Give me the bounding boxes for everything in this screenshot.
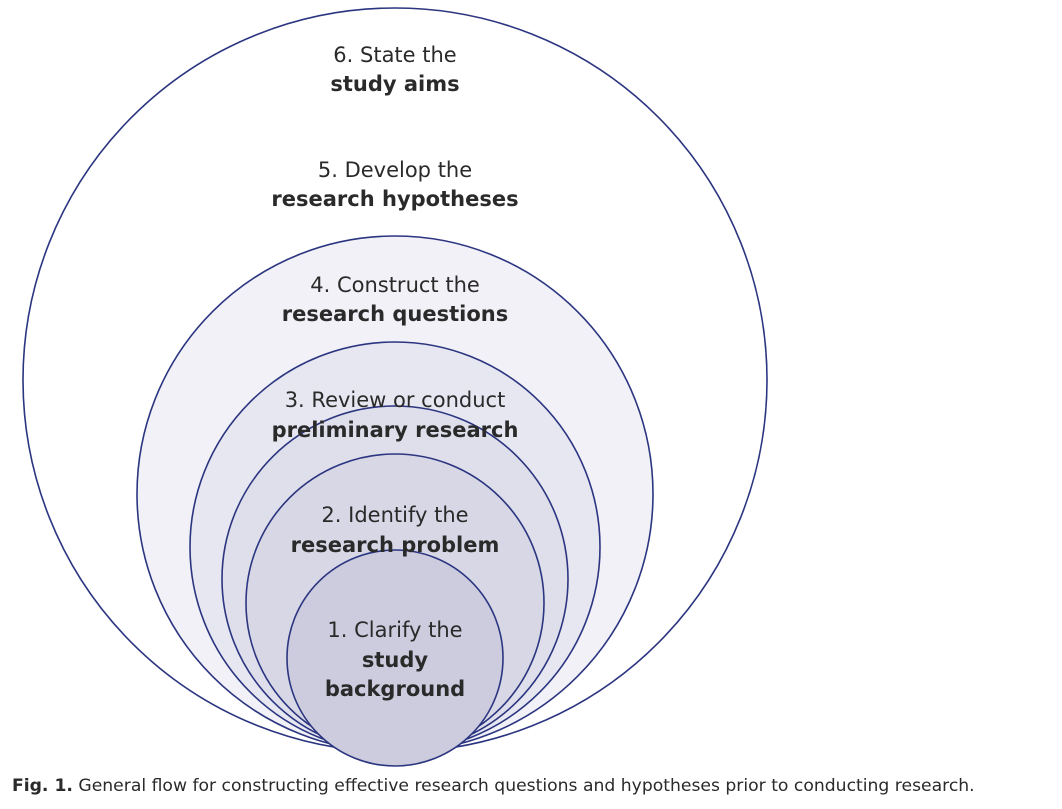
step-5-number: 5.: [318, 158, 338, 182]
figure-label: Fig. 1.: [12, 776, 73, 796]
step-6-number: 6.: [333, 43, 353, 67]
step-3-number: 3.: [285, 388, 305, 412]
step-5-line1: Develop the: [345, 158, 473, 182]
step-1-label: 1. Clarify the: [327, 618, 462, 642]
step-6-emphasis: study aims: [330, 72, 459, 96]
step-5-line2: research hypotheses: [271, 187, 518, 211]
step-1-line1: Clarify the: [354, 618, 462, 642]
step-2-line1: Identify the: [348, 503, 468, 527]
step-6-line1: State the: [360, 43, 457, 67]
nested-circles-diagram: 6. State the study aims 5. Develop the r…: [22, 7, 768, 767]
step-2-line2: research problem: [291, 533, 500, 557]
step-6-label: 6. State the: [333, 43, 456, 67]
step-2-emphasis: research problem: [291, 533, 500, 557]
step-4-line2: research questions: [282, 302, 508, 326]
step-2-label: 2. Identify the: [321, 503, 468, 527]
step-6-line2: study aims: [330, 72, 459, 96]
step-3-emphasis: preliminary research: [272, 418, 519, 442]
step-5-label: 5. Develop the: [318, 158, 472, 182]
figure-caption: Fig. 1. General flow for constructing ef…: [12, 776, 1062, 796]
step-5-emphasis: research hypotheses: [271, 187, 518, 211]
step-1-emphasis-b: background: [325, 677, 465, 701]
step-3-label: 3. Review or conduct: [285, 388, 506, 412]
step-4-number: 4.: [310, 273, 330, 297]
step-1-emphasis-a: study: [362, 648, 429, 672]
figure-caption-text: General flow for constructing effective …: [72, 776, 975, 796]
step-4-label: 4. Construct the: [310, 273, 480, 297]
step-4-line1: Construct the: [337, 273, 480, 297]
step-1-line3: background: [325, 677, 465, 701]
circle-step-1: [286, 549, 504, 767]
step-1-line2: study: [362, 648, 429, 672]
step-3-line2: preliminary research: [272, 418, 519, 442]
step-1-number: 1.: [327, 618, 347, 642]
step-3-line1: Review or conduct: [311, 388, 505, 412]
step-4-emphasis: research questions: [282, 302, 508, 326]
step-2-number: 2.: [321, 503, 341, 527]
